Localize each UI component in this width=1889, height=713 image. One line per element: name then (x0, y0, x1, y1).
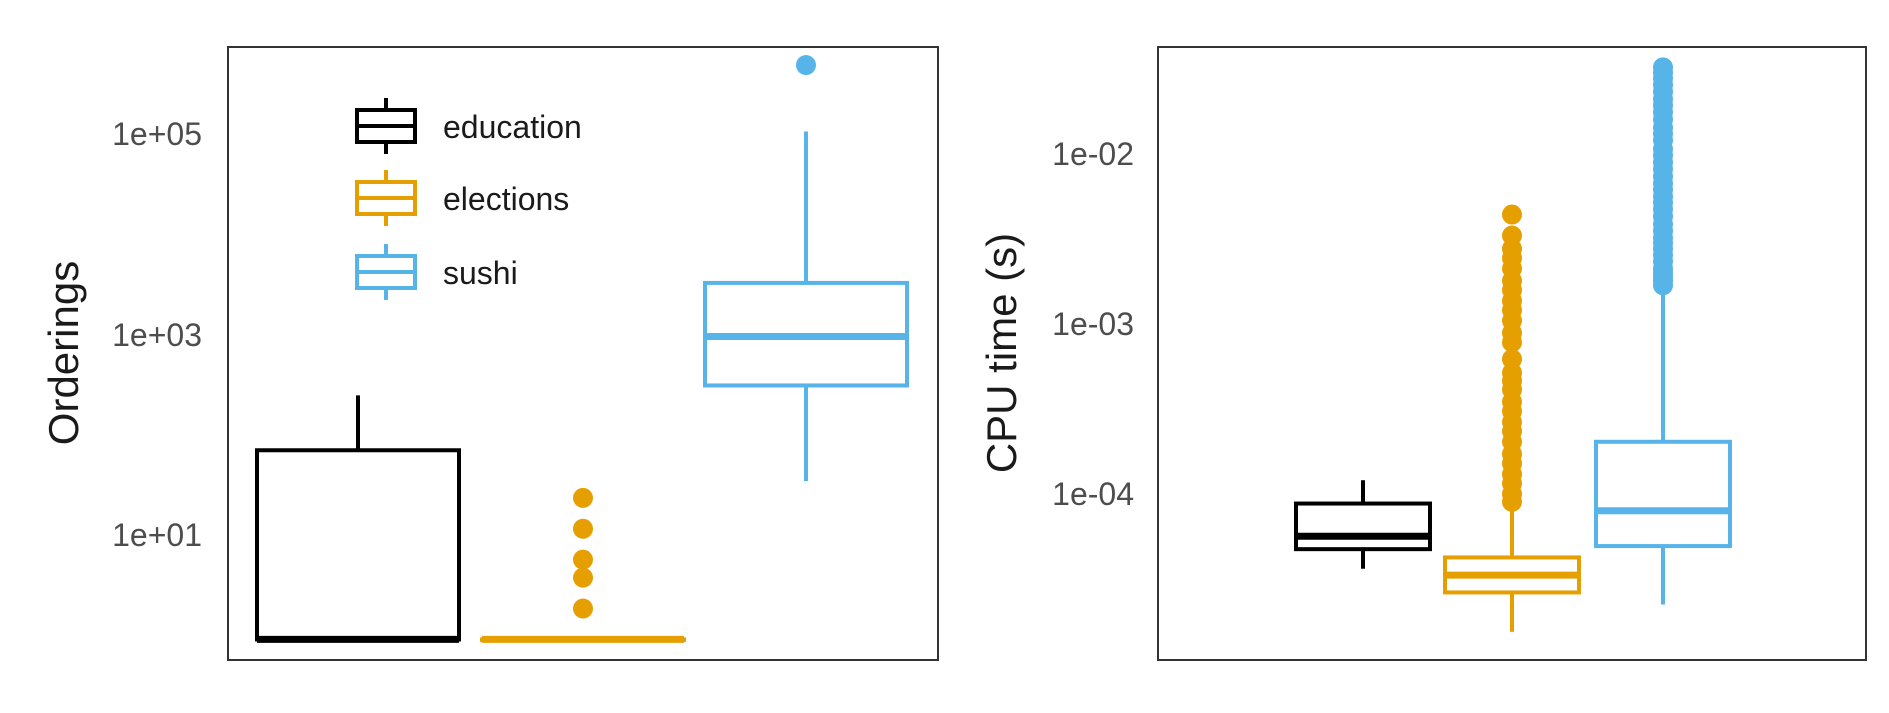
sushi-box (1594, 439, 1732, 549)
elections-outlier-point (573, 549, 593, 570)
legend-entry-sushi: sushi (355, 244, 518, 300)
orderings-y-tick-label: 1e+01 (112, 517, 202, 553)
cpu-time-boxes (1294, 57, 1732, 632)
elections-outlier-point (1502, 362, 1522, 383)
legend-key-elections (355, 170, 417, 226)
elections-outlier-point (573, 487, 593, 508)
elections-outlier-point (1502, 349, 1522, 370)
cpu-time-y-tick-label: 1e-02 (1052, 136, 1134, 172)
cpu-time-panel-frame (1157, 46, 1867, 661)
cpu-time-panel: 1e-04 1e-03 1e-02 CPU time (s) (978, 46, 1867, 661)
sushi-outlier-point (1653, 57, 1673, 78)
orderings-y-axis-label: Orderings (40, 261, 87, 445)
legend-label-sushi: sushi (443, 255, 518, 291)
elections-outlier-point (573, 598, 593, 619)
elections-outlier-point (573, 567, 593, 588)
sushi-outlier-point (796, 55, 816, 76)
elections-outlier-point (573, 518, 593, 539)
legend-key-sushi (355, 244, 417, 300)
legend-entry-elections: elections (355, 170, 569, 226)
legend: education elections su (355, 98, 582, 300)
orderings-y-tick-label: 1e+05 (112, 116, 202, 152)
orderings-panel: 1e+01 1e+03 1e+05 Orderings education (40, 46, 939, 661)
elections-outlier-point (1502, 204, 1522, 225)
orderings-y-ticks: 1e+01 1e+03 1e+05 (112, 116, 202, 553)
elections-outlier-point (1502, 225, 1522, 246)
legend-key-education (355, 98, 417, 154)
legend-label-elections: elections (443, 181, 569, 217)
cpu-time-y-ticks: 1e-04 1e-03 1e-02 (1052, 136, 1134, 512)
cpu-time-y-tick-label: 1e-03 (1052, 306, 1134, 342)
legend-entry-education: education (355, 98, 582, 154)
education-box (1294, 501, 1432, 552)
orderings-y-tick-label: 1e+03 (112, 317, 202, 353)
orderings-panel-frame (227, 46, 939, 661)
legend-label-education: education (443, 109, 582, 145)
education-box (255, 448, 461, 642)
cpu-time-y-axis-label: CPU time (s) (978, 233, 1025, 473)
cpu-time-y-tick-label: 1e-04 (1052, 476, 1134, 512)
orderings-boxes (255, 55, 909, 643)
